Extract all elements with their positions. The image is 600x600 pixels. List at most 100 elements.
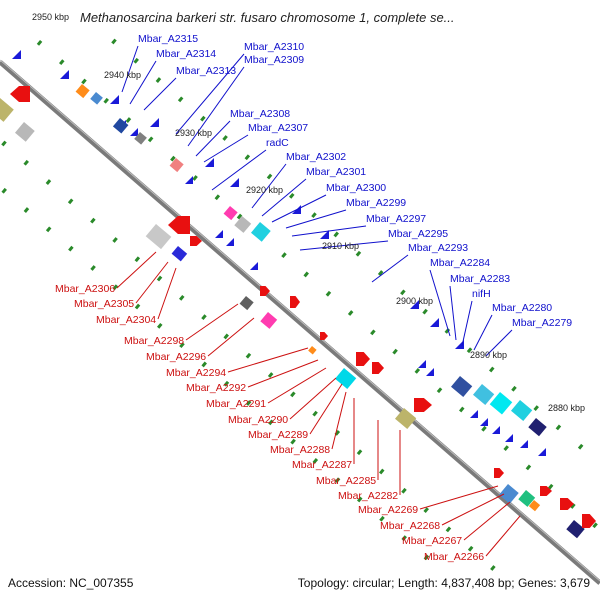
gene-label-forward[interactable]: Mbar_A2300 (326, 182, 386, 194)
label-leader-line (207, 317, 255, 357)
tick-mark (392, 348, 398, 355)
gene-label-reverse[interactable]: Mbar_A2289 (248, 429, 308, 441)
gene-block (15, 121, 35, 142)
gene-label-forward[interactable]: Mbar_A2280 (492, 302, 552, 314)
gene-label-reverse[interactable]: Mbar_A2267 (402, 535, 462, 547)
gene-label-forward[interactable]: Mbar_A2284 (430, 257, 490, 269)
tick-mark (489, 366, 495, 373)
gene-label-reverse[interactable]: Mbar_A2298 (124, 335, 184, 347)
tick-mark (214, 194, 221, 201)
gene-block (511, 400, 533, 422)
gene-block (566, 520, 585, 539)
gene-label-reverse[interactable]: Mbar_A2288 (270, 444, 330, 456)
tick-mark (134, 303, 141, 310)
gene-label-reverse[interactable]: Mbar_A2305 (74, 298, 134, 310)
tick-mark (236, 213, 243, 220)
tick-mark (170, 155, 176, 162)
label-leader-line (271, 194, 327, 223)
tick-mark (444, 328, 451, 334)
gene-arrow (520, 440, 528, 448)
label-leader-line (157, 267, 177, 320)
tick-mark (1, 187, 7, 194)
label-leader-line (116, 251, 157, 289)
tick-mark (179, 294, 185, 301)
gene-label-forward[interactable]: Mbar_A2283 (450, 273, 510, 285)
accession-text: Accession: NC_007355 (8, 576, 134, 590)
gene-label-reverse[interactable]: Mbar_A2296 (146, 351, 206, 363)
label-leader-line (485, 515, 521, 557)
tick-mark (467, 545, 474, 552)
gene-label-forward[interactable]: Mbar_A2313 (176, 65, 236, 77)
gene-label-forward[interactable]: Mbar_A2293 (408, 242, 468, 254)
gene-label-forward[interactable]: Mbar_A2315 (138, 33, 198, 45)
tick-mark (112, 284, 119, 291)
gene-label-reverse[interactable]: Mbar_A2294 (166, 367, 226, 379)
gene-label-forward[interactable]: radC (266, 137, 289, 149)
tick-mark (379, 515, 385, 522)
tick-mark (179, 342, 185, 349)
tick-mark (422, 308, 428, 315)
tick-mark (592, 522, 598, 529)
label-leader-line (291, 225, 367, 237)
tick-mark (436, 387, 443, 394)
tick-mark (401, 535, 407, 541)
kbp-label: 2910 kbp (322, 241, 359, 251)
tick-mark (267, 372, 274, 378)
tick-mark (379, 468, 385, 475)
gene-label-forward[interactable]: Mbar_A2308 (230, 108, 290, 120)
gene-label-forward[interactable]: Mbar_A2307 (248, 122, 308, 134)
tick-mark (481, 425, 487, 432)
label-leader-line (143, 77, 177, 111)
kbp-label: 2930 kbp (175, 128, 212, 138)
gene-label-forward[interactable]: Mbar_A2299 (346, 197, 406, 209)
gene-arrow (582, 514, 596, 528)
gene-label-reverse[interactable]: Mbar_A2290 (228, 414, 288, 426)
gene-label-reverse[interactable]: Mbar_A2282 (338, 490, 398, 502)
label-leaders (116, 45, 521, 557)
gene-label-reverse[interactable]: Mbar_A2268 (380, 520, 440, 532)
tick-mark (67, 198, 74, 205)
tick-mark (223, 380, 230, 387)
label-leader-line (195, 120, 231, 157)
tick-mark (59, 59, 65, 66)
label-leader-line (203, 134, 249, 163)
gene-label-forward[interactable]: Mbar_A2279 (512, 317, 572, 329)
label-leader-line (419, 485, 499, 510)
gene-label-forward[interactable]: Mbar_A2310 (244, 41, 304, 53)
label-leader-line (485, 329, 513, 357)
tick-mark (312, 458, 319, 464)
gene-label-reverse[interactable]: Mbar_A2269 (358, 504, 418, 516)
gene-features (0, 50, 596, 539)
gene-block (260, 312, 278, 329)
gene-block (251, 222, 271, 242)
gene-label-forward[interactable]: nifH (472, 288, 491, 300)
gene-label-reverse[interactable]: Mbar_A2292 (186, 382, 246, 394)
gene-label-reverse[interactable]: Mbar_A2306 (55, 283, 115, 295)
label-leader-line (289, 377, 337, 420)
tick-mark (445, 526, 452, 533)
gene-label-forward[interactable]: Mbar_A2314 (156, 48, 216, 60)
gene-label-forward[interactable]: Mbar_A2309 (244, 54, 304, 66)
tick-mark (400, 289, 406, 296)
tick-mark (45, 179, 52, 185)
label-leader-line (463, 501, 511, 541)
gene-arrow (110, 95, 119, 104)
gene-label-reverse[interactable]: Mbar_A2266 (424, 551, 484, 563)
gene-block (75, 84, 90, 99)
label-leader-line (461, 300, 473, 347)
tick-mark (325, 290, 332, 297)
gene-label-forward[interactable]: Mbar_A2297 (366, 213, 426, 225)
gene-label-reverse[interactable]: Mbar_A2304 (96, 314, 156, 326)
gene-label-forward[interactable]: Mbar_A2295 (388, 228, 448, 240)
gene-label-reverse[interactable]: Mbar_A2287 (292, 459, 352, 471)
gene-label-forward[interactable]: Mbar_A2301 (306, 166, 366, 178)
gene-label-reverse[interactable]: Mbar_A2291 (206, 398, 266, 410)
label-leader-line (473, 314, 493, 351)
tick-mark (23, 159, 29, 166)
tick-mark (1, 140, 7, 147)
gene-label-forward[interactable]: Mbar_A2302 (286, 151, 346, 163)
tick-mark (245, 352, 252, 359)
tick-mark (223, 333, 229, 340)
tick-mark (370, 329, 376, 336)
gene-label-reverse[interactable]: Mbar_A2285 (316, 475, 376, 487)
